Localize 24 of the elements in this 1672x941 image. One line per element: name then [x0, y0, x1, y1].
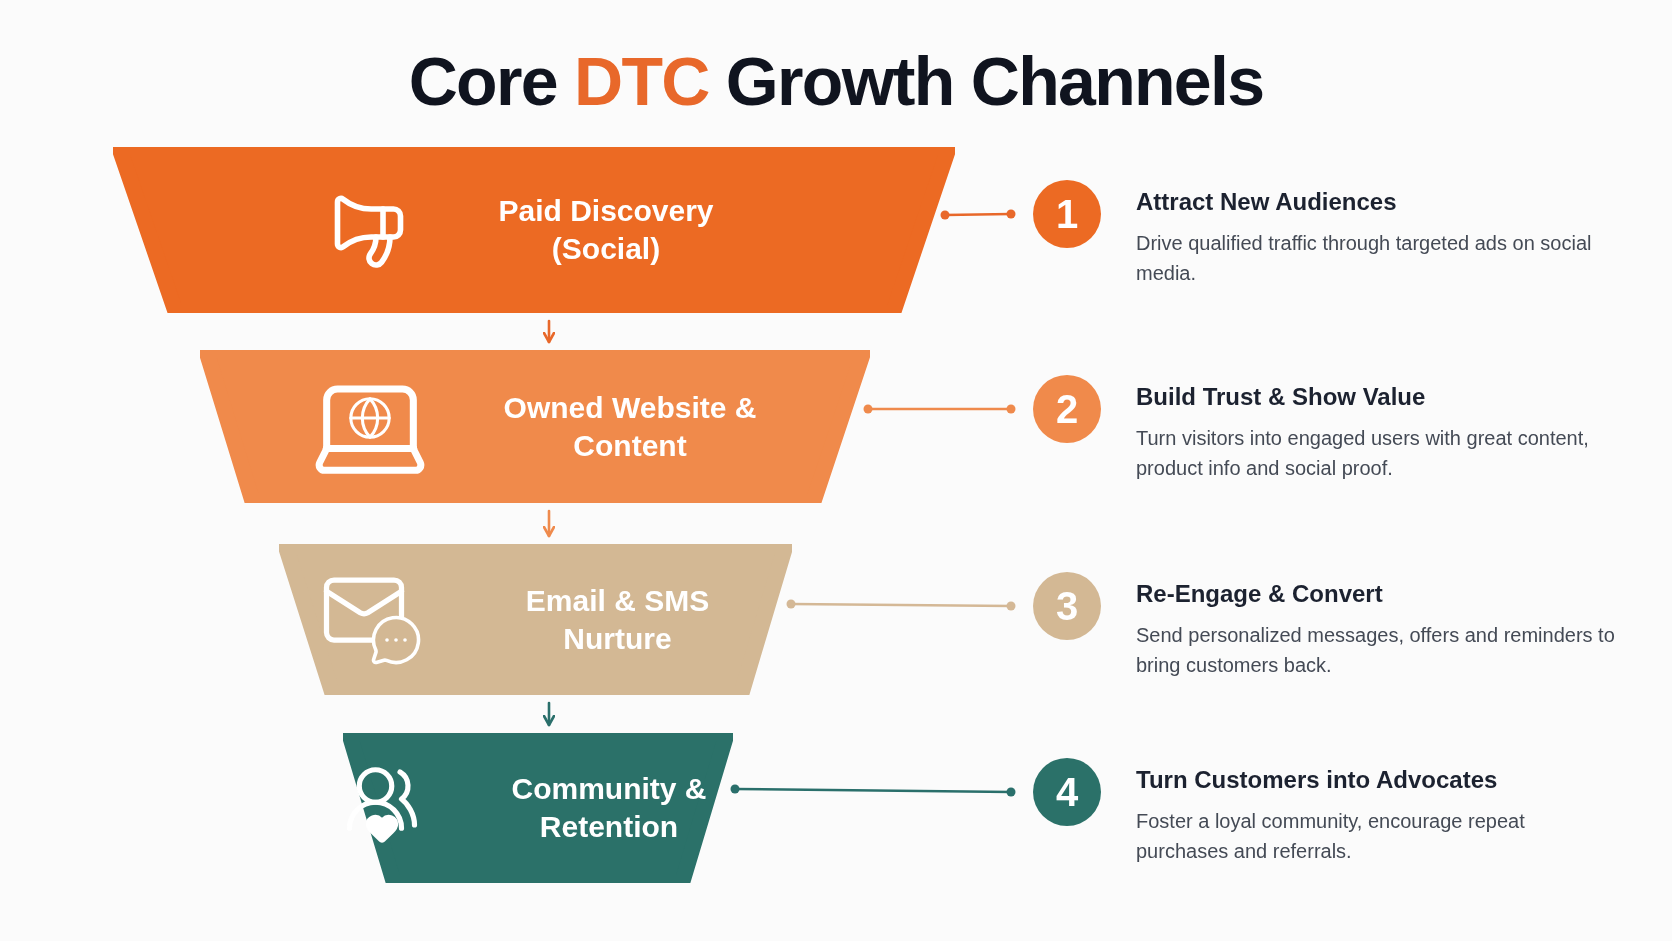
stage-label: Owned Website & Content	[502, 389, 758, 464]
funnel-stage	[113, 147, 955, 313]
down-arrow	[542, 701, 556, 727]
connector-line	[786, 599, 1016, 611]
down-arrow	[542, 509, 556, 538]
step-description: Drive qualified traffic through targeted ads on social media.	[1136, 231, 1593, 286]
funnel-stage	[343, 733, 733, 883]
stage-label: Community & Retention	[510, 771, 708, 845]
down-arrow	[542, 319, 556, 344]
step-description: Foster a loyal community, encourage repeat purchases and referrals.	[1136, 809, 1526, 864]
connector-line	[730, 784, 1016, 797]
step-description: Turn visitors into engaged users with great content, product info and social proof.	[1136, 426, 1590, 481]
step-description: Send personalized messages, offers and reminders to bring customers back.	[1136, 623, 1616, 678]
step-heading: Re-Engage & Convert	[1136, 579, 1384, 609]
title: Core DTC Growth Channels	[407, 42, 1265, 121]
connector-line	[863, 404, 1016, 414]
step-heading: Turn Customers into Advocates	[1136, 765, 1499, 795]
funnel-stage	[279, 544, 792, 695]
step-heading: Attract New Audiences	[1136, 187, 1398, 217]
funnel-stage	[200, 350, 870, 503]
step-heading: Build Trust & Show Value	[1136, 382, 1427, 412]
connector-line	[940, 209, 1016, 220]
stage-label: Paid Discovery (Social)	[497, 193, 715, 267]
stage-label: Email & SMS Nurture	[524, 582, 711, 657]
